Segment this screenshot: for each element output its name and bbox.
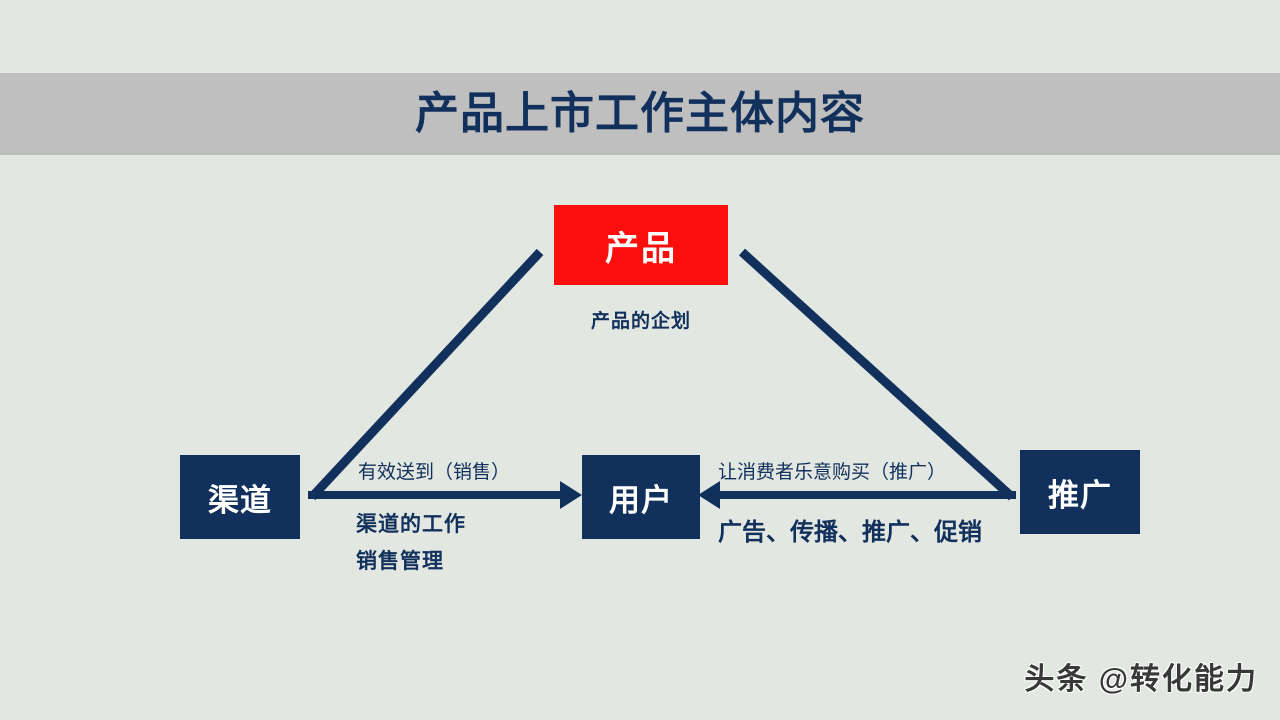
title-band: [0, 73, 1280, 155]
arrow-label-channel-to-user: 有效送到（销售）: [358, 462, 511, 483]
node-promotion-label: 推广: [1048, 477, 1112, 513]
page-title: 产品上市工作主体内容: [415, 89, 865, 138]
arrow-channel-to-user: [308, 481, 582, 509]
caption-promotion-list: 广告、传播、推广、促销: [718, 519, 982, 546]
node-promotion[interactable]: 推广: [1020, 450, 1140, 534]
connector-product-to-promotion: [738, 248, 1016, 501]
caption-channel-work: 渠道的工作: [356, 513, 466, 536]
node-product[interactable]: 产品: [554, 205, 728, 285]
connector-channel-to-product: [308, 248, 544, 501]
watermark: 头条 @转化能力: [1024, 663, 1258, 696]
node-user-label: 用户: [609, 482, 673, 518]
node-channel-label: 渠道: [208, 482, 272, 518]
node-user[interactable]: 用户: [582, 455, 700, 539]
node-channel[interactable]: 渠道: [180, 455, 300, 539]
arrow-label-promotion-to-user: 让消费者乐意购买（推广）: [718, 462, 947, 483]
caption-channel-sales: 销售管理: [356, 550, 444, 573]
caption-product: 产品的企划: [590, 311, 691, 332]
arrow-promotion-to-user: [698, 481, 1016, 509]
node-product-label: 产品: [605, 229, 677, 268]
